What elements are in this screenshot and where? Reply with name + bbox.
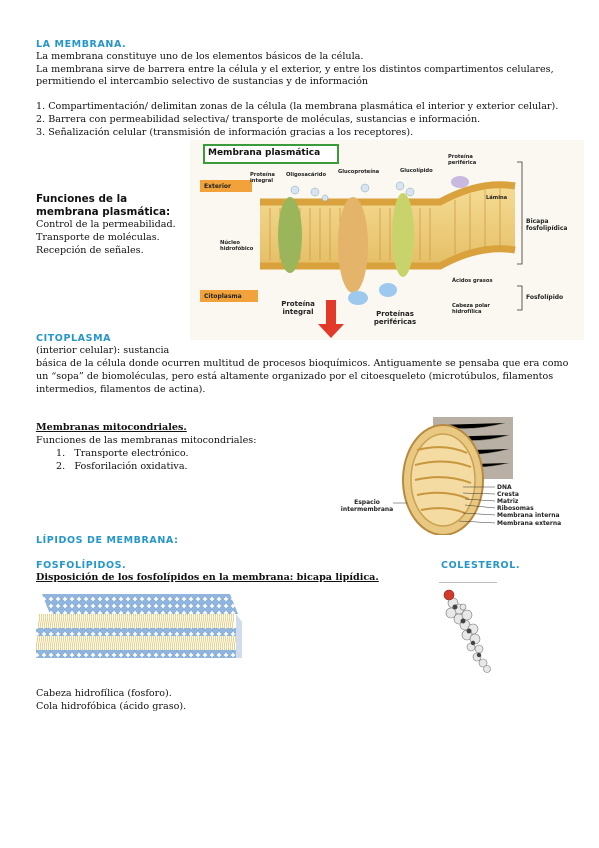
mitocondrias-heading: Membranas mitocondriales. [36,422,187,433]
citoplasma-line3: un “sopa” de biomoléculas, pero está alt… [36,371,554,382]
funciones-item-3: Recepción de señales. [36,245,144,256]
membrana-line1: La membrana constituye uno de los elemen… [36,51,364,62]
label-proteinas-perifericas: Proteínas periféricas [373,310,417,326]
label-dna: DNA [497,484,512,491]
label-proteina-integral-top: Proteína integral [250,172,275,184]
membrana-line2: La membrana sirve de barrera entre la cé… [36,64,554,75]
label-oligosacarido: Oligosacárido [286,172,327,178]
label-fosfolipido: Fosfolípido [526,294,564,301]
label-ribosomas: Ribosomas [497,505,534,512]
label-interna: Membrana interna [497,512,560,519]
bilayer-diagram [36,594,242,658]
figure-title: Membrana plasmática [208,148,321,158]
membrane-diagram [200,144,523,338]
mitocondria-figure: Espacio intermembrana DNA Cresta Matriz … [341,415,561,536]
bicapa-figure [30,592,245,682]
label-lamina: Lámina [486,195,508,201]
label-nucleo: Núcleo hidrofóbico [220,240,254,252]
mito-item-1: 1. Transporte electrónico. [56,448,189,459]
mito-item-1-text: Transporte electrónico. [74,448,189,459]
fosfolipidos-heading: FOSFOLÍPIDOS. [36,560,127,571]
funciones-title-2: membrana plasmática: [36,206,171,218]
mito-item-2: 2. Fosforilación oxidativa. [56,461,188,472]
exterior-label: Exterior [204,183,232,190]
label-matriz: Matriz [497,498,519,505]
label-acidos: Ácidos grasos [452,278,493,284]
citoplasma-label: Citoplasma [204,293,242,300]
citoplasma-line2: básica de la célula donde ocurren multit… [36,358,569,369]
colesterol-figure [437,585,497,675]
membrana-item-3: 3. Señalización celular (transmisión de … [36,127,414,138]
cholesterol-molecule-icon [443,589,491,673]
lipidos-heading: LÍPIDOS DE MEMBRANA: [36,535,179,546]
disposicion-text: Disposición de los fosfolípidos en la me… [36,572,379,583]
citoplasma-heading: CITOPLASMA [36,333,112,344]
funciones-title-1: Funciones de la [36,193,128,205]
citoplasma-line4: intermedios, filamentos de actina). [36,384,206,395]
membrana-item-1: 1. Compartimentación/ delimitan zonas de… [36,101,559,112]
label-proteina-periferica: Proteína periférica [448,154,477,166]
cabeza-text: Cabeza hidrofílica (fosforo). [36,688,172,699]
label-glucoproteina: Glucoproteína [338,169,380,175]
citoplasma-line1: (interior celular): sustancia [36,345,170,356]
colesterol-heading: COLESTEROL. [441,560,521,571]
mito-item-2-text: Fosforilación oxidativa. [74,461,188,472]
label-espacio: Espacio intermembrana [340,499,394,513]
label-proteina-integral: Proteína integral [281,300,315,316]
funciones-item-2: Transporte de moléculas. [36,232,160,243]
label-glucolipido: Glucolípido [400,168,433,174]
label-cabeza: Cabeza polar hidrofílica [452,303,490,315]
membrana-plasmatica-figure: Membrana plasmática Exterior Citoplasma … [190,140,584,340]
cola-text: Cola hidrofóbica (ácido graso). [36,701,187,712]
membrana-heading: LA MEMBRANA. [36,39,127,50]
membrana-item-2: 2. Barrera con permeabilidad selectiva/ … [36,114,481,125]
label-cresta: Cresta [497,491,519,498]
mitochondria-diagram [393,417,513,536]
label-bicapa: Bicapa fosfolipídica [526,218,568,232]
label-externa: Membrana externa [497,520,562,527]
colesterol-divider [439,582,497,583]
membrana-line3: permitiendo el intercambio selectivo de … [36,76,369,87]
mitocondrias-intro: Funciones de las membranas mitocondriale… [36,435,257,446]
funciones-item-1: Control de la permeabilidad. [36,219,176,230]
